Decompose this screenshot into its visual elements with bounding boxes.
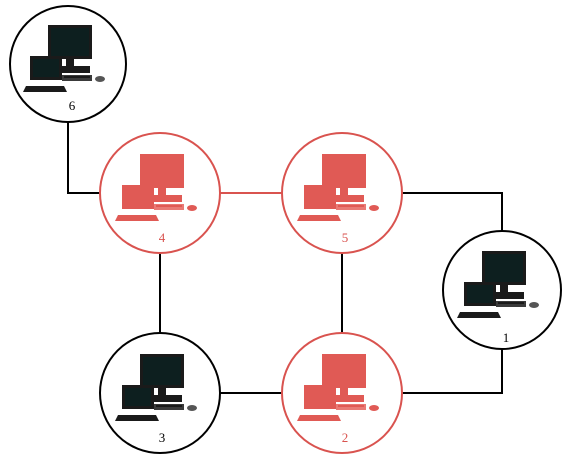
node-6: 6 bbox=[9, 5, 127, 123]
node-5-label: 5 bbox=[342, 230, 349, 245]
node-6-label: 6 bbox=[69, 98, 76, 113]
desktop-and-laptop-icon bbox=[457, 251, 539, 318]
desktop-and-laptop-icon bbox=[115, 354, 197, 421]
desktop-and-laptop-icon bbox=[115, 154, 197, 221]
node-4-label: 4 bbox=[159, 230, 166, 245]
desktop-and-laptop-icon bbox=[297, 154, 379, 221]
node-3: 3 bbox=[99, 332, 221, 454]
edge-5-1 bbox=[402, 192, 503, 231]
node-4: 4 bbox=[99, 132, 221, 254]
node-3-label: 3 bbox=[159, 430, 166, 445]
node-1: 1 bbox=[442, 230, 562, 350]
edge-2-1 bbox=[402, 349, 503, 394]
desktop-and-laptop-icon bbox=[23, 25, 105, 92]
node-5: 5 bbox=[281, 132, 403, 254]
node-2: 2 bbox=[281, 332, 403, 454]
node-2-label: 2 bbox=[342, 430, 349, 445]
node-1-label: 1 bbox=[503, 330, 510, 345]
desktop-and-laptop-icon bbox=[297, 354, 379, 421]
edge-6-4 bbox=[67, 122, 100, 194]
